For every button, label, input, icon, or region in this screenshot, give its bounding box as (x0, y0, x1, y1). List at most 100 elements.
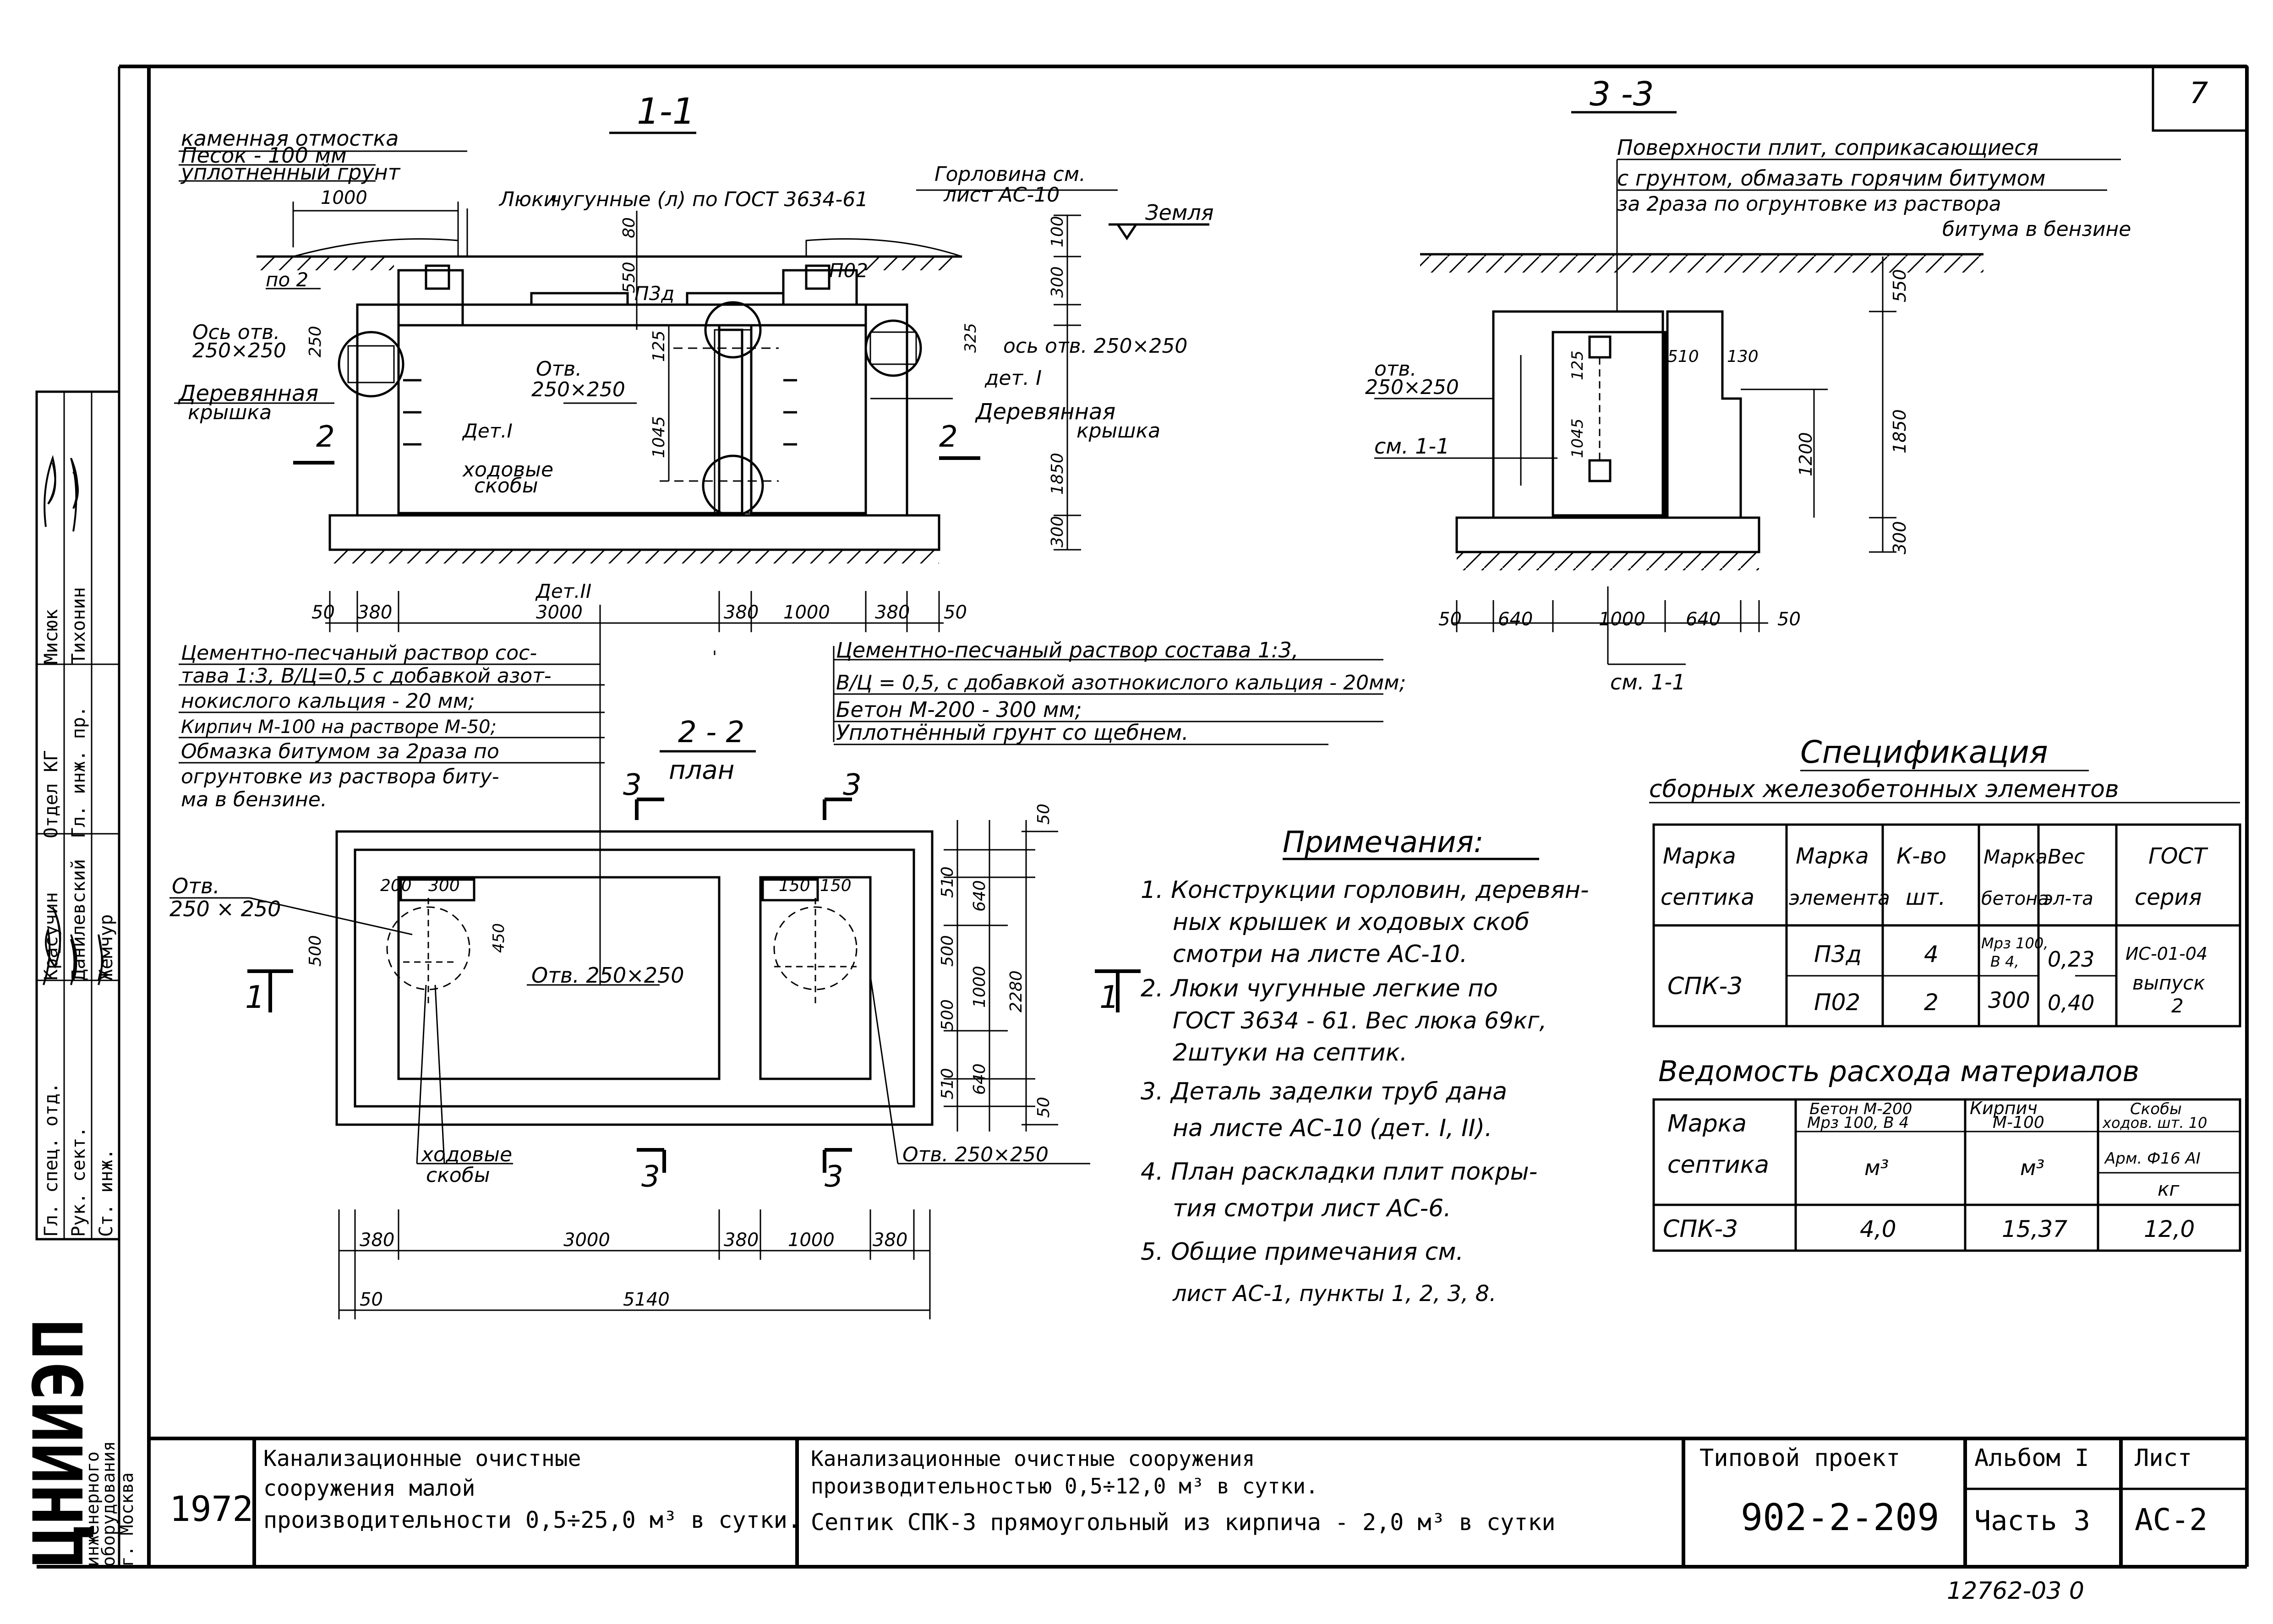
note-line-8: на листе АС-10 (дет. I, II). (1173, 1115, 1492, 1142)
s33-dim-1045: 1045 (1568, 418, 1587, 458)
materials-col4-b: ходов. шт. 10 (2102, 1114, 2207, 1132)
s33-dim-550: 550 (1890, 269, 1910, 302)
note-right (834, 693, 1383, 745)
plan-dim-300: 300 (428, 876, 460, 895)
materials-row-brick: 15,37 (2002, 1216, 2067, 1242)
plan-dim-r640b: 640 (970, 1063, 989, 1095)
note-line-9: 4. План раскладки плит покры- (1141, 1158, 1537, 1186)
page-number: 7 (2190, 77, 2208, 110)
tb-album-label: Альбом I (1974, 1444, 2089, 1472)
stamp-name-5: Тихонин (68, 587, 89, 664)
spec-concrete-3: 300 (1988, 988, 2030, 1013)
section-1-1-drawing (174, 150, 1383, 834)
label-p3d: П3д (634, 282, 674, 305)
materials-title: Ведомость расхода материалов (1658, 1055, 2139, 1088)
dim-1000-top: 1000 (321, 187, 367, 208)
section-3-3-see-1-1: см. 1-1 (1374, 434, 1449, 459)
tb-sheet-title-2: производительностью 0,5÷12,0 м³ в сутки. (811, 1474, 1318, 1498)
spec-gost-1: ИС-01-04 (2125, 944, 2207, 964)
s33-dim-b640: 640 (1498, 609, 1533, 630)
org-line-2: инженерного (82, 1451, 103, 1567)
note-line-3: смотри на листе АС-10. (1173, 940, 1467, 968)
s33-dim-130: 130 (1727, 347, 1759, 366)
dim-b3000: 3000 (536, 602, 583, 623)
section-3-3-hole-2: 250×250 (1365, 376, 1459, 399)
materials-row-rungs: 12,0 (2144, 1216, 2195, 1242)
title-block (149, 1437, 2247, 1567)
plan-hole-left-1: Отв. (172, 874, 220, 898)
dim-325: 325 (962, 323, 980, 353)
section-1-1-title: 1-1 (637, 91, 695, 132)
materials-unit-2: м³ (2020, 1155, 2044, 1180)
plan-dim-r510: 510 (938, 866, 957, 898)
materials-col1-a: Марка (1667, 1110, 1747, 1137)
materials-col4-sub: Арм. Ф16 АI (2104, 1149, 2201, 1168)
tb-sheet-label: Лист (2135, 1444, 2192, 1472)
materials-row-septic: СПК-3 (1663, 1215, 1738, 1243)
section-2-2-subtitle: план (669, 755, 734, 785)
materials-col3-a: Кирпич (1970, 1098, 2038, 1118)
label-det2: Дет.II (535, 580, 591, 602)
spec-h6-b: серия (2135, 885, 2202, 910)
label-wood-lid-right-1: Деревянная (975, 399, 1115, 425)
label-ground: Земля (1145, 200, 1214, 225)
spec-row1-element: П3д (1814, 941, 1862, 968)
label-axis-hole-left-2: 250×250 (192, 339, 286, 362)
org-line-4: г. Москва (117, 1472, 137, 1567)
tb-sheet-number: АС-2 (2135, 1502, 2207, 1537)
cut-3-top-left: 3 (623, 768, 642, 802)
note-left-line-2: тава 1:3, В/Ц=0,5 с добавкой азот- (181, 664, 552, 688)
section-3-3-see-1-1-b: см. 1-1 (1610, 670, 1685, 694)
plan-dim-150b: 150 (820, 876, 852, 895)
plan-hole-mid: Отв. 250×250 (531, 963, 684, 988)
stamp-role-3: Ст. инж. (96, 1148, 117, 1237)
plan-dim-500: 500 (306, 935, 325, 967)
stamp-role-1: Гл. спец. отд. (41, 1083, 62, 1237)
spec-row2-weight: 0,40 (2048, 990, 2094, 1015)
cut-3-top-right: 3 (843, 768, 862, 802)
dim-550: 550 (620, 262, 639, 293)
cut-1-left: 1 (245, 979, 265, 1016)
spec-h1-b: септика (1661, 885, 1754, 910)
s33-dim-300: 300 (1890, 521, 1910, 554)
spec-row2-qty: 2 (1924, 989, 1939, 1016)
label-rungs-1: ходовые (462, 458, 553, 481)
spec-h5-a: Вес (2048, 845, 2085, 869)
plan-dim-b3000: 3000 (563, 1230, 610, 1251)
dim-140-300: 300 (1048, 266, 1067, 298)
plan-dim-b5140: 5140 (623, 1289, 670, 1310)
spec-concrete-1: Мрз 100, (1981, 935, 2048, 952)
plan-dim-r50: 50 (1034, 804, 1053, 825)
label-stone-paving: каменная отмостка (181, 126, 399, 151)
side-stamp (35, 390, 120, 1241)
dim-b50: 50 (311, 602, 335, 623)
bottom-number: 12762-03 0 (1947, 1577, 2084, 1605)
cut-mark-2-left: 2 (316, 420, 335, 454)
s33-dim-1200: 1200 (1796, 432, 1816, 476)
spec-h5-b: эл-та (2043, 888, 2093, 909)
spec-h1-a: Марка (1663, 843, 1736, 869)
spec-gost-2: выпуск (2132, 972, 2205, 994)
tb-album-title-2: сооружения малой (263, 1476, 475, 1501)
materials-col2-b: Мрз 100, В 4 (1807, 1114, 1909, 1132)
section-3-3-note-1: Поверхности плит, соприкасающиеся (1617, 135, 2038, 160)
plan-dim-r50b: 50 (1034, 1097, 1053, 1118)
dim-125: 125 (650, 330, 668, 362)
spec-h3-a: К-во (1896, 843, 1946, 869)
label-wood-lid-left-1: Деревянная (178, 381, 318, 406)
spec-h2-b: элемента (1789, 886, 1890, 910)
tb-year: 1972 (169, 1488, 253, 1529)
note-line-11: 5. Общие примечания см. (1141, 1238, 1464, 1266)
s33-dim-b50b: 50 (1777, 609, 1801, 630)
s33-dim-b50: 50 (1438, 609, 1462, 630)
dim-b380c: 380 (875, 602, 910, 623)
dim-b1000: 1000 (783, 602, 830, 623)
plan-dim-150a: 150 (779, 876, 810, 895)
tb-project-label: Типовой проект (1699, 1444, 1900, 1472)
tb-album-title-3: производительности 0,5÷25,0 м³ в сутки. (263, 1507, 801, 1533)
plan-dim-r500b: 500 (938, 999, 957, 1031)
plan-dim-r2280: 2280 (1007, 970, 1026, 1012)
spec-row1-weight: 0,23 (2048, 947, 2094, 972)
section-3-3-note-4: битума в бензине (1942, 218, 2131, 241)
